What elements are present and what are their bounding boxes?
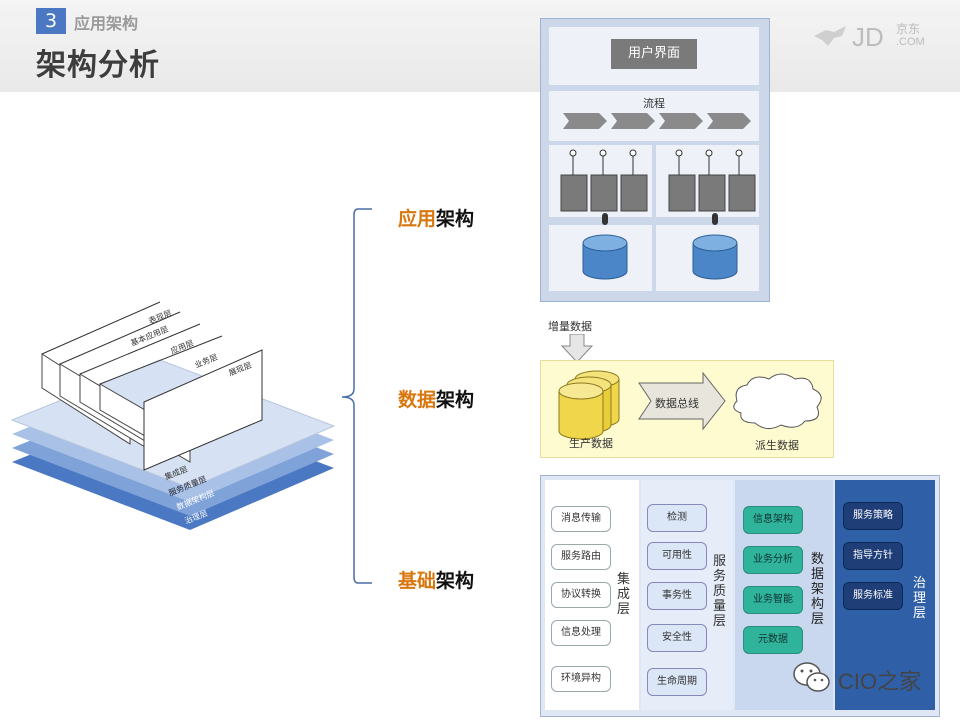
governance-item: 服务标准 bbox=[843, 582, 903, 610]
integration-layer-panel: 消息传输 服务路由 协议转换 信息处理 环境异构 集成层 bbox=[545, 480, 639, 710]
data-flow-graphic bbox=[558, 370, 822, 440]
logo-com-text: .COM bbox=[896, 36, 925, 48]
integration-item: 服务路由 bbox=[551, 544, 611, 570]
ui-box: 用户界面 bbox=[611, 39, 697, 69]
label-application-architecture: 应用架构 bbox=[398, 208, 475, 230]
data-layer-item: 元数据 bbox=[743, 626, 803, 654]
logo-cn-text: 京东 bbox=[896, 22, 921, 36]
label-data-architecture: 数据架构 bbox=[398, 389, 475, 411]
down-arrow-icon bbox=[560, 334, 594, 363]
sheet-label-basic: 基本应用层 bbox=[129, 324, 170, 348]
incremental-data-label: 增量数据 bbox=[548, 320, 592, 333]
header-band bbox=[0, 0, 960, 92]
production-data-label: 生产数据 bbox=[569, 437, 613, 450]
integration-item: 协议转换 bbox=[551, 582, 611, 608]
wechat-icon bbox=[793, 662, 830, 692]
application-architecture-diagram: 用户界面 流程 bbox=[540, 18, 770, 302]
governance-layer-label: 治理层 bbox=[913, 576, 927, 621]
services-boxes bbox=[560, 145, 756, 217]
qos-layer-label: 服务质量层 bbox=[713, 554, 727, 629]
governance-item: 指导方针 bbox=[843, 542, 903, 570]
ui-panel: 用户界面 bbox=[549, 27, 759, 85]
label-infrastructure-architecture: 基础架构 bbox=[398, 570, 475, 592]
logo-jd-text: JD bbox=[852, 22, 884, 52]
qos-item: 安全性 bbox=[647, 624, 707, 652]
data-architecture-diagram: 生产数据 数据总线 派生数据 bbox=[540, 360, 834, 458]
sheet-label-business: 业务层 bbox=[193, 352, 219, 370]
process-panel: 流程 bbox=[549, 91, 759, 141]
stack-sheet-view bbox=[143, 349, 263, 471]
dog-icon bbox=[814, 26, 846, 46]
qos-item: 事务性 bbox=[647, 582, 707, 610]
derived-data-label: 派生数据 bbox=[755, 439, 799, 452]
integration-item: 环境异构 bbox=[551, 666, 611, 692]
sheet-label-app: 应用层 bbox=[169, 338, 195, 356]
data-layer-label: 数据架构层 bbox=[811, 552, 825, 627]
data-layer-item: 业务智能 bbox=[743, 586, 803, 614]
page-title: 架构分析 bbox=[36, 48, 160, 83]
process-arrows bbox=[563, 113, 751, 129]
layer-stack-illustration: 表现层 基本应用层 应用层 业务层 展现层 集成层 服务质量层 数据架构层 治理… bbox=[10, 301, 336, 530]
jd-logo: JD 京东 .COM bbox=[812, 18, 932, 54]
governance-layer-panel: 服务策略 指导方针 服务标准 治理层 bbox=[835, 480, 935, 710]
qos-layer-panel: 检测 可用性 事务性 安全性 生命周期 服务质量层 bbox=[641, 480, 733, 710]
database-panel bbox=[549, 213, 759, 293]
section-title: 应用架构 bbox=[74, 14, 139, 33]
integration-layer-label: 集成层 bbox=[617, 572, 631, 617]
qos-item: 生命周期 bbox=[647, 668, 707, 696]
watermark-text: CIO之家 bbox=[838, 669, 922, 694]
data-layer-item: 信息架构 bbox=[743, 506, 803, 534]
qos-item: 可用性 bbox=[647, 542, 707, 570]
governance-item: 服务策略 bbox=[843, 502, 903, 530]
process-label: 流程 bbox=[643, 97, 665, 110]
sheet-label-presentation: 表现层 bbox=[147, 308, 173, 326]
qos-item: 检测 bbox=[647, 504, 707, 532]
integration-item: 信息处理 bbox=[551, 620, 611, 646]
database-icons bbox=[582, 213, 738, 293]
brace-connector bbox=[341, 208, 372, 584]
section-number-badge: 3 bbox=[36, 8, 66, 34]
data-layer-item: 业务分析 bbox=[743, 546, 803, 574]
data-bus-label: 数据总线 bbox=[655, 397, 699, 410]
services-panel bbox=[549, 145, 759, 217]
integration-item: 消息传输 bbox=[551, 506, 611, 532]
